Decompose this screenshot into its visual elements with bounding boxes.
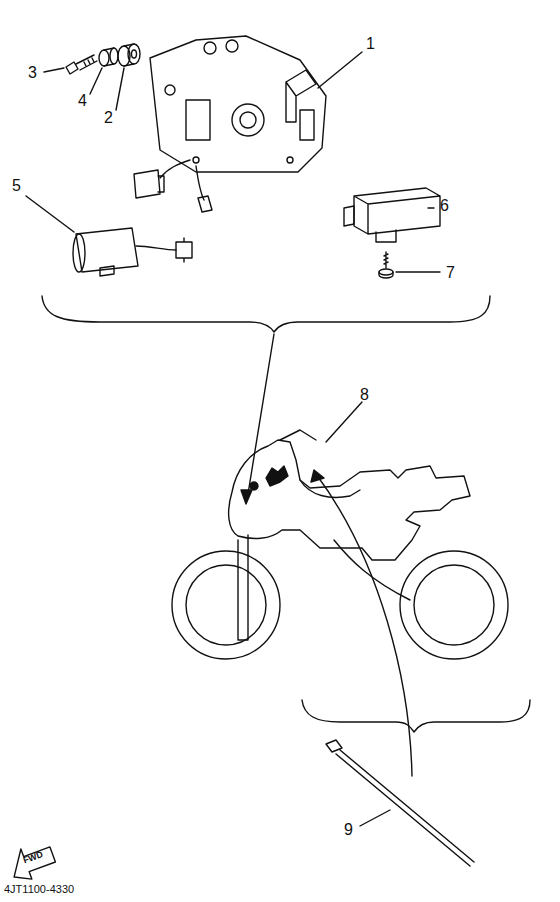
callout-number: 7 — [446, 265, 455, 281]
relay — [344, 188, 440, 242]
callout-number: 2 — [104, 110, 113, 126]
pointer-arrow — [316, 474, 412, 776]
drawing-code: 4JT1100-4330 — [4, 884, 74, 895]
bracket — [42, 296, 490, 332]
leader-line — [318, 52, 362, 88]
callout-number: 9 — [344, 822, 353, 838]
bracket — [302, 700, 530, 732]
capacitor — [73, 228, 192, 276]
leader-line — [326, 402, 362, 442]
leader-line — [116, 68, 124, 110]
leader-line — [396, 271, 440, 272]
screw — [379, 252, 393, 278]
callout-number: 4 — [78, 93, 87, 109]
callout-number: 1 — [366, 36, 375, 52]
grommet — [118, 44, 140, 66]
arrowhead — [311, 470, 324, 482]
control-unit — [134, 36, 326, 212]
cable-tie — [326, 740, 474, 866]
motorcycle — [172, 430, 508, 659]
leader-line — [360, 810, 390, 826]
callout-number: 6 — [440, 198, 449, 214]
direction-label: FWD — [22, 850, 44, 865]
leader-line — [90, 68, 102, 94]
collar — [99, 48, 118, 66]
callout-number: 5 — [12, 178, 21, 194]
bolt — [66, 55, 97, 74]
callout-number: 8 — [360, 387, 369, 403]
leader-line — [44, 68, 64, 72]
callout-number: 3 — [28, 65, 37, 81]
leader-line — [428, 207, 434, 208]
arrowhead — [241, 490, 252, 504]
fwd-arrow — [6, 839, 58, 884]
leader-line — [26, 196, 74, 232]
